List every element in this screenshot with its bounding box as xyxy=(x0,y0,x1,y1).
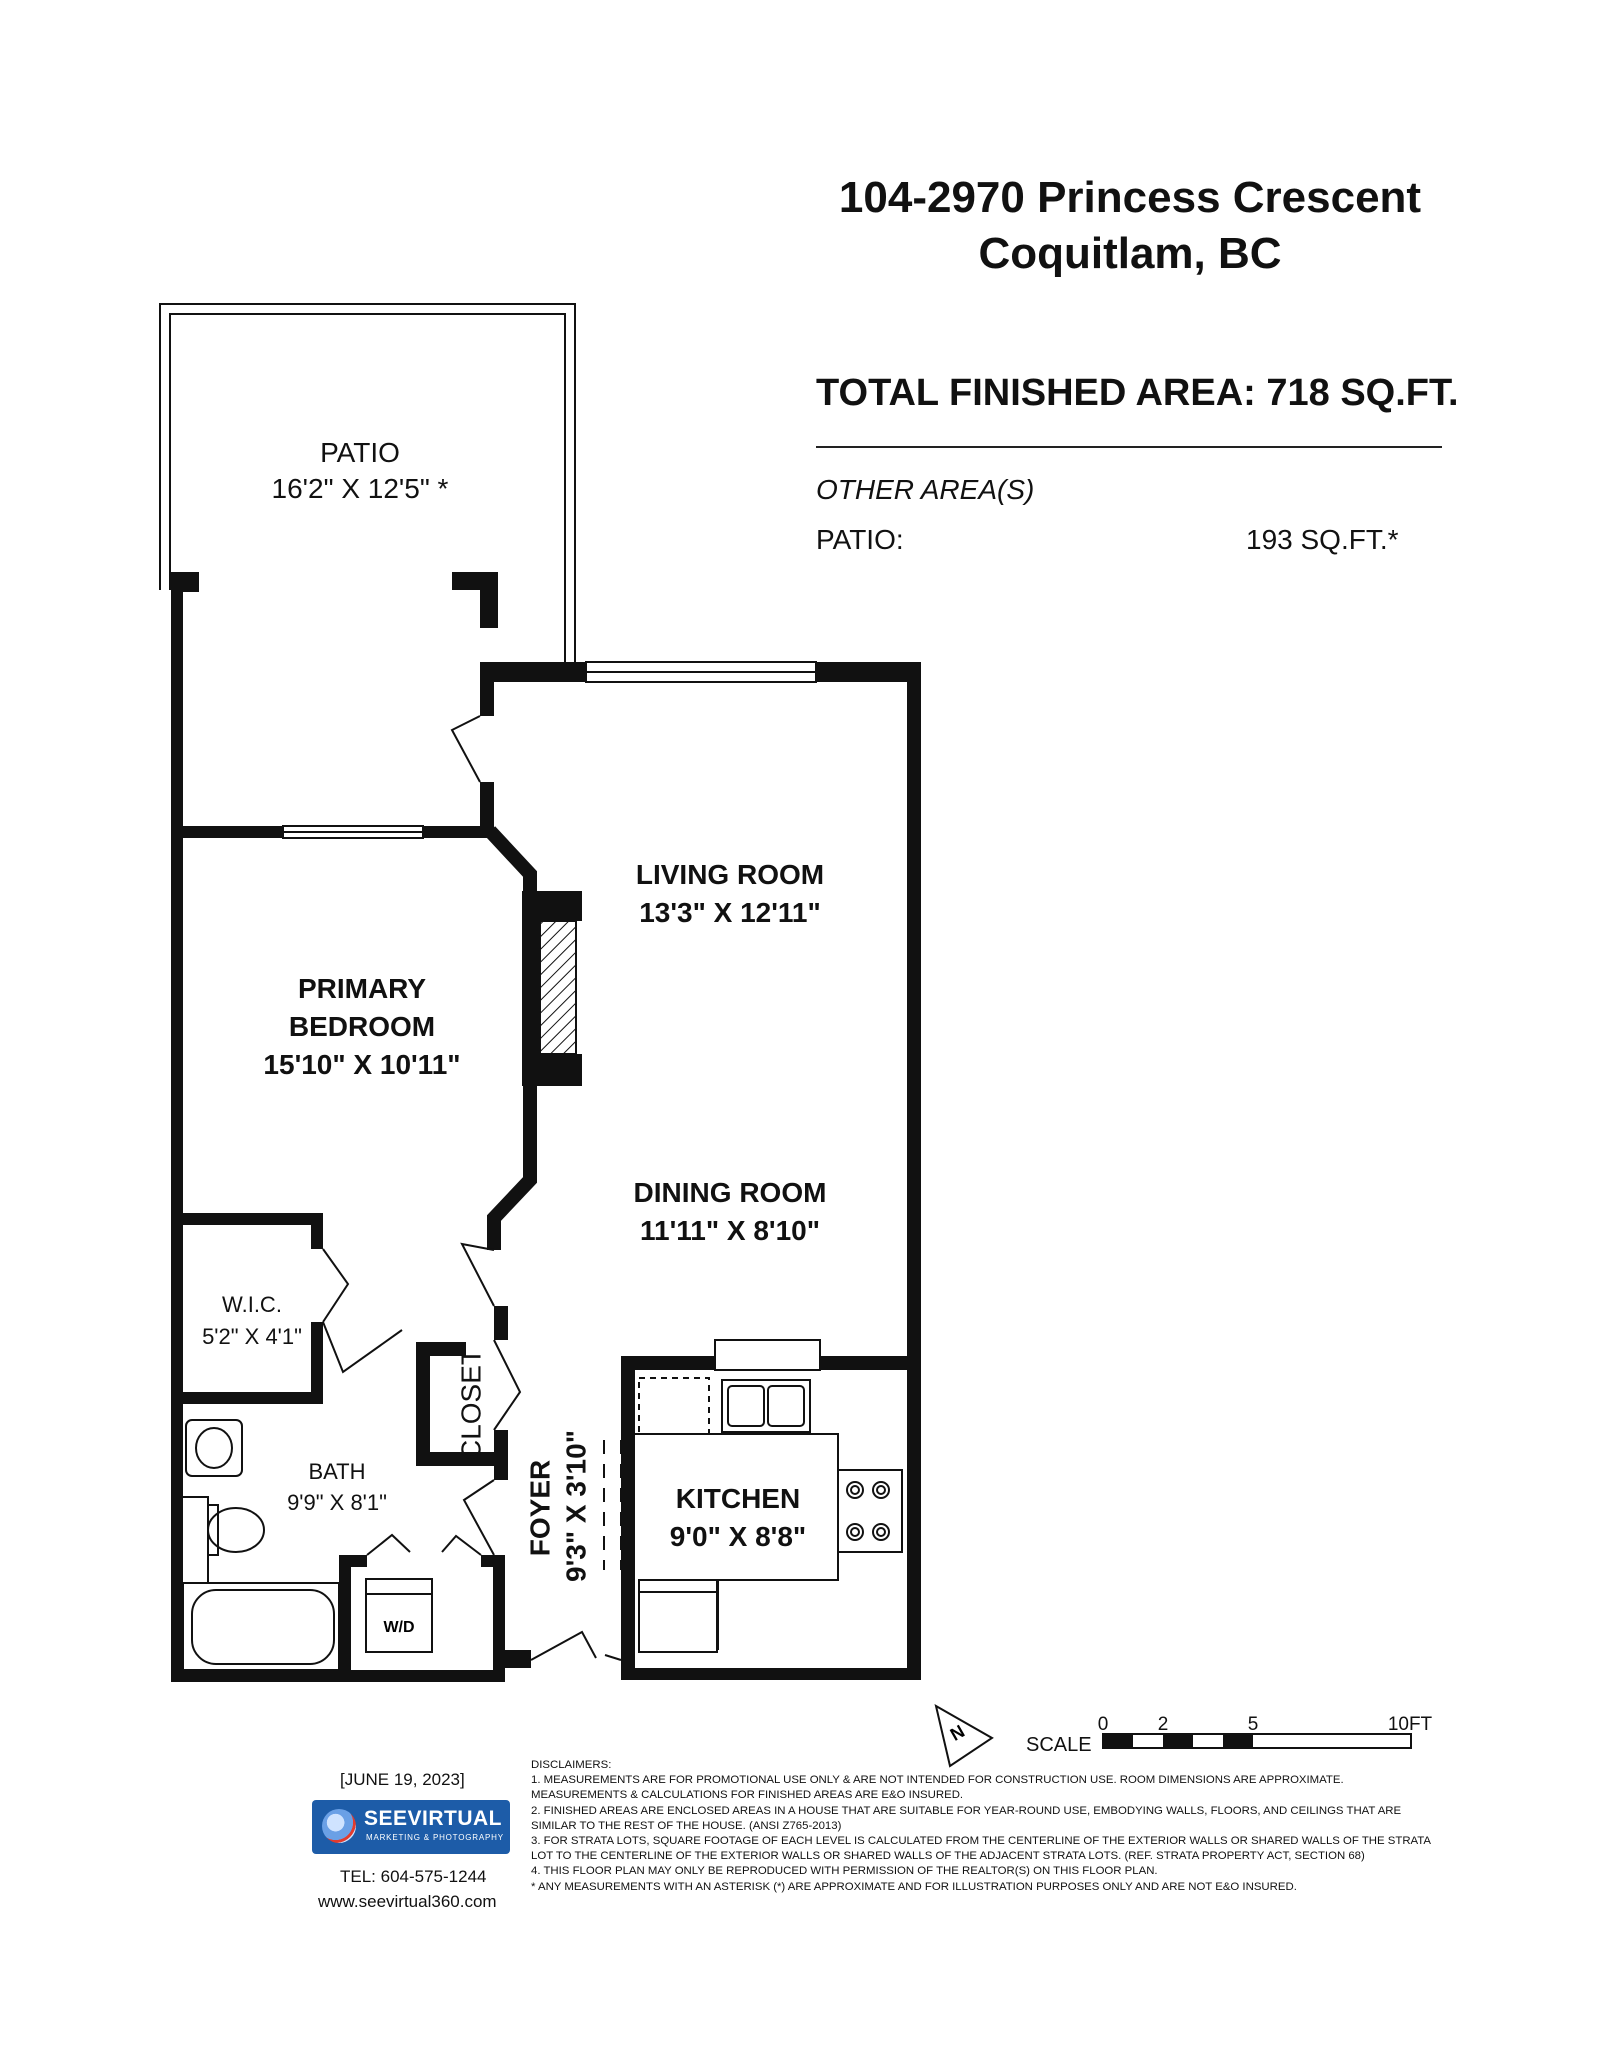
north-arrow: N xyxy=(934,1703,994,1768)
wic-dims: 5'2" X 4'1" xyxy=(202,1324,302,1349)
scale-bar: SCALE 0 2 5 10FT xyxy=(1026,1714,1433,1756)
room-label-kitchen: KITCHEN 9'0" X 8'8" xyxy=(670,1483,806,1552)
property-address: 104-2970 Princess Crescent Coquitlam, BC xyxy=(780,170,1480,282)
disclaimer-line: DISCLAIMERS: xyxy=(531,1759,612,1771)
seevirtual-logo: SEEVIRTUAL MARKETING & PHOTOGRAPHY xyxy=(312,1800,510,1854)
room-label-wic: W.I.C. 5'2" X 4'1" xyxy=(202,1292,302,1349)
wic-name: W.I.C. xyxy=(222,1292,282,1317)
disclaimer-line: 2. FINISHED AREAS ARE ENCLOSED AREAS IN … xyxy=(531,1804,1402,1817)
address-line-1: 104-2970 Princess Crescent xyxy=(838,173,1422,222)
room-label-bath: BATH 9'9" X 8'1" xyxy=(287,1459,387,1515)
logo-globe-icon xyxy=(322,1809,356,1843)
disclaimer-line: LOT TO THE CENTERLINE OF THE EXTERIOR WA… xyxy=(531,1850,1365,1863)
total-finished-area: TOTAL FINISHED AREA: 718 SQ.FT. xyxy=(816,372,1459,414)
disclaimers: DISCLAIMERS: 1. MEASUREMENTS ARE FOR PRO… xyxy=(531,1758,1431,1895)
bath-dims: 9'9" X 8'1" xyxy=(287,1490,387,1515)
disclaimer-line: SIMILAR TO THE REST OF THE HOUSE. (ANSI … xyxy=(531,1819,842,1832)
scale-label: SCALE xyxy=(1026,1734,1092,1756)
patio-area-label: PATIO: xyxy=(816,524,904,555)
disclaimer-line: 1. MEASUREMENTS ARE FOR PROMOTIONAL USE … xyxy=(531,1774,1344,1787)
phone-number: TEL: 604-575-1244 xyxy=(340,1867,487,1886)
kitchen-name: KITCHEN xyxy=(676,1483,800,1514)
kitchen-fixtures xyxy=(635,1377,903,1653)
header-divider xyxy=(816,446,1442,448)
plan-date: [JUNE 19, 2023] xyxy=(340,1770,465,1789)
foyer-dims: 9'3" X 3'10" xyxy=(560,1430,591,1582)
scale-tick-5: 5 xyxy=(1248,1714,1259,1735)
bath-fixtures xyxy=(182,1419,433,1671)
foyer-name: FOYER xyxy=(524,1460,555,1556)
website-link[interactable]: www.seevirtual360.com xyxy=(318,1892,497,1911)
room-label-living: LIVING ROOM 13'3" X 12'11" xyxy=(636,859,824,928)
bedroom-name-1: PRIMARY xyxy=(298,973,426,1004)
patio-outline xyxy=(159,303,576,662)
room-label-foyer: FOYER 9'3" X 3'10" xyxy=(524,1430,591,1582)
scale-tick-2: 2 xyxy=(1158,1714,1169,1735)
disclaimer-line: 4. THIS FLOOR PLAN MAY ONLY BE REPRODUCE… xyxy=(531,1865,1158,1878)
logo-tagline: MARKETING & PHOTOGRAPHY xyxy=(366,1833,504,1842)
foyer-opening xyxy=(603,1440,622,1570)
living-name: LIVING ROOM xyxy=(636,859,824,890)
living-dims: 13'3" X 12'11" xyxy=(639,897,821,928)
north-letter: N xyxy=(947,1721,968,1745)
patio-name: PATIO xyxy=(320,437,400,468)
disclaimer-line: MEASUREMENTS & CALCULATIONS FOR FINISHED… xyxy=(531,1789,964,1802)
scale-tick-0: 0 xyxy=(1098,1714,1109,1735)
room-label-patio: PATIO 16'2" X 12'5" * xyxy=(272,437,449,504)
disclaimer-line: * ANY MEASUREMENTS WITH AN ASTERISK (*) … xyxy=(531,1880,1297,1893)
wd-label: W/D xyxy=(383,1619,414,1636)
room-label-bedroom: PRIMARY BEDROOM 15'10" X 10'11" xyxy=(263,973,460,1080)
room-label-dining: DINING ROOM 11'11" X 8'10" xyxy=(634,1177,827,1246)
patio-dims: 16'2" X 12'5" * xyxy=(272,473,449,504)
bedroom-dims: 15'10" X 10'11" xyxy=(263,1049,460,1080)
bedroom-name-2: BEDROOM xyxy=(289,1011,435,1042)
closet-label: CLOSET xyxy=(455,1348,486,1460)
bath-name: BATH xyxy=(308,1459,365,1484)
kitchen-dims: 9'0" X 8'8" xyxy=(670,1521,806,1552)
doors xyxy=(322,715,622,1661)
scale-tick-10: 10FT xyxy=(1388,1714,1433,1735)
patio-area-value: 193 SQ.FT.* xyxy=(1246,524,1399,555)
bay-wall xyxy=(484,826,537,1250)
dining-dims: 11'11" X 8'10" xyxy=(640,1215,820,1246)
disclaimer-line: 3. FOR STRATA LOTS, SQUARE FOOTAGE OF EA… xyxy=(531,1835,1432,1848)
address-line-2: Coquitlam, BC xyxy=(978,229,1282,278)
logo-name: SEEVIRTUAL xyxy=(364,1807,503,1830)
fireplace xyxy=(539,920,577,1055)
dining-name: DINING ROOM xyxy=(634,1177,827,1208)
windows xyxy=(282,661,821,1371)
other-areas-label: OTHER AREA(S) xyxy=(816,474,1035,505)
